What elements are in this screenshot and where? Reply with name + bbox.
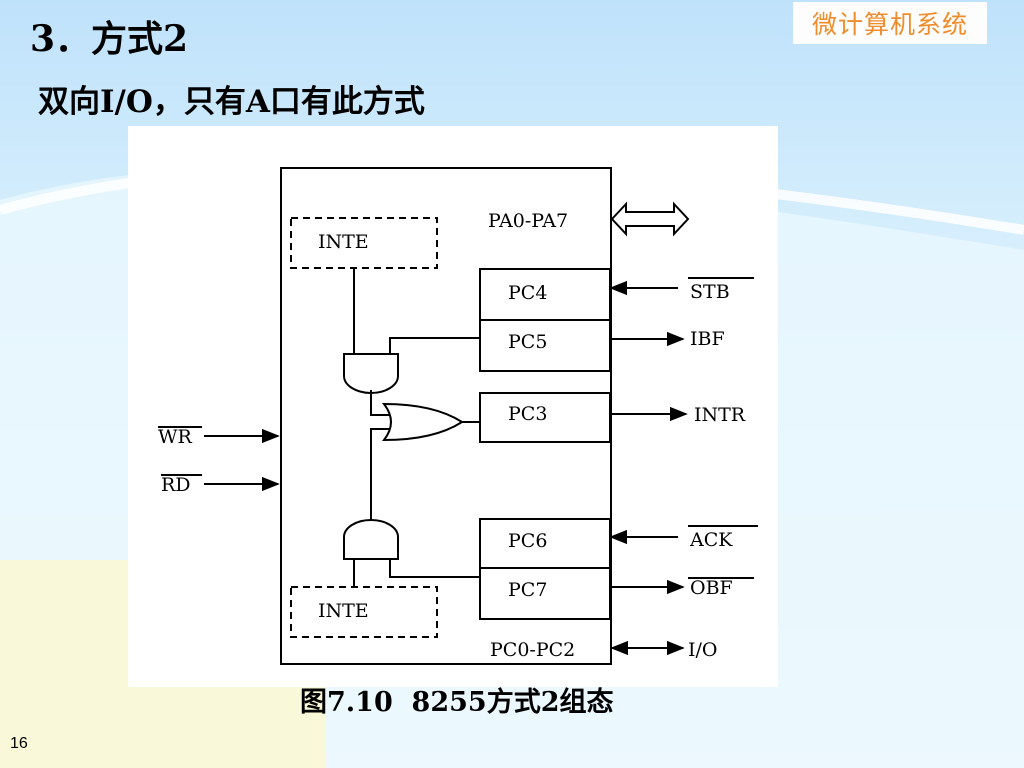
pc6-label: PC6 xyxy=(508,530,547,552)
figure-panel: PA0-PA7 INTE PC4 PC5 PC3 PC6 PC7 INTE PC… xyxy=(128,126,778,687)
pc4-box xyxy=(479,268,611,321)
inte-top-box xyxy=(290,217,438,269)
slide-title: 3．方式2 xyxy=(30,18,189,60)
ibf-label: IBF xyxy=(690,328,725,350)
brand-badge: 微计算机系统 xyxy=(793,2,987,44)
port-bus-label: PA0-PA7 xyxy=(488,210,568,232)
pc3-label: PC3 xyxy=(508,403,547,425)
slide-subtitle: 双向I/O，只有A口有此方式 xyxy=(38,84,425,120)
pc7-box xyxy=(479,567,611,620)
pc-low-label: PC0-PC2 xyxy=(490,639,575,661)
page-number: 16 xyxy=(10,735,28,752)
rd-label: RD xyxy=(161,474,191,496)
stb-label: STB xyxy=(690,281,730,303)
io-label: I/O xyxy=(688,639,717,661)
pc5-box xyxy=(479,319,611,372)
mode2-diagram: PA0-PA7 INTE PC4 PC5 PC3 PC6 PC7 INTE PC… xyxy=(158,167,758,665)
figure-caption: 图7.10 8255方式2组态 xyxy=(300,687,614,718)
pc7-label: PC7 xyxy=(508,579,547,601)
pc5-label: PC5 xyxy=(508,331,547,353)
pc6-box xyxy=(479,518,611,569)
intr-label: INTR xyxy=(694,404,746,426)
inte-top-label: INTE xyxy=(318,231,369,253)
ack-label: ACK xyxy=(689,529,733,551)
pc4-label: PC4 xyxy=(508,282,547,304)
and-gate-top xyxy=(343,353,399,394)
or-gate xyxy=(381,402,464,442)
bidirectional-bus-arrow xyxy=(610,201,690,237)
wr-label: WR xyxy=(158,426,193,448)
inte-bottom-label: INTE xyxy=(318,600,369,622)
obf-label: OBF xyxy=(690,577,733,599)
and-gate-bottom xyxy=(343,519,399,560)
inte-bottom-box xyxy=(290,586,438,638)
pc3-box xyxy=(479,392,611,443)
